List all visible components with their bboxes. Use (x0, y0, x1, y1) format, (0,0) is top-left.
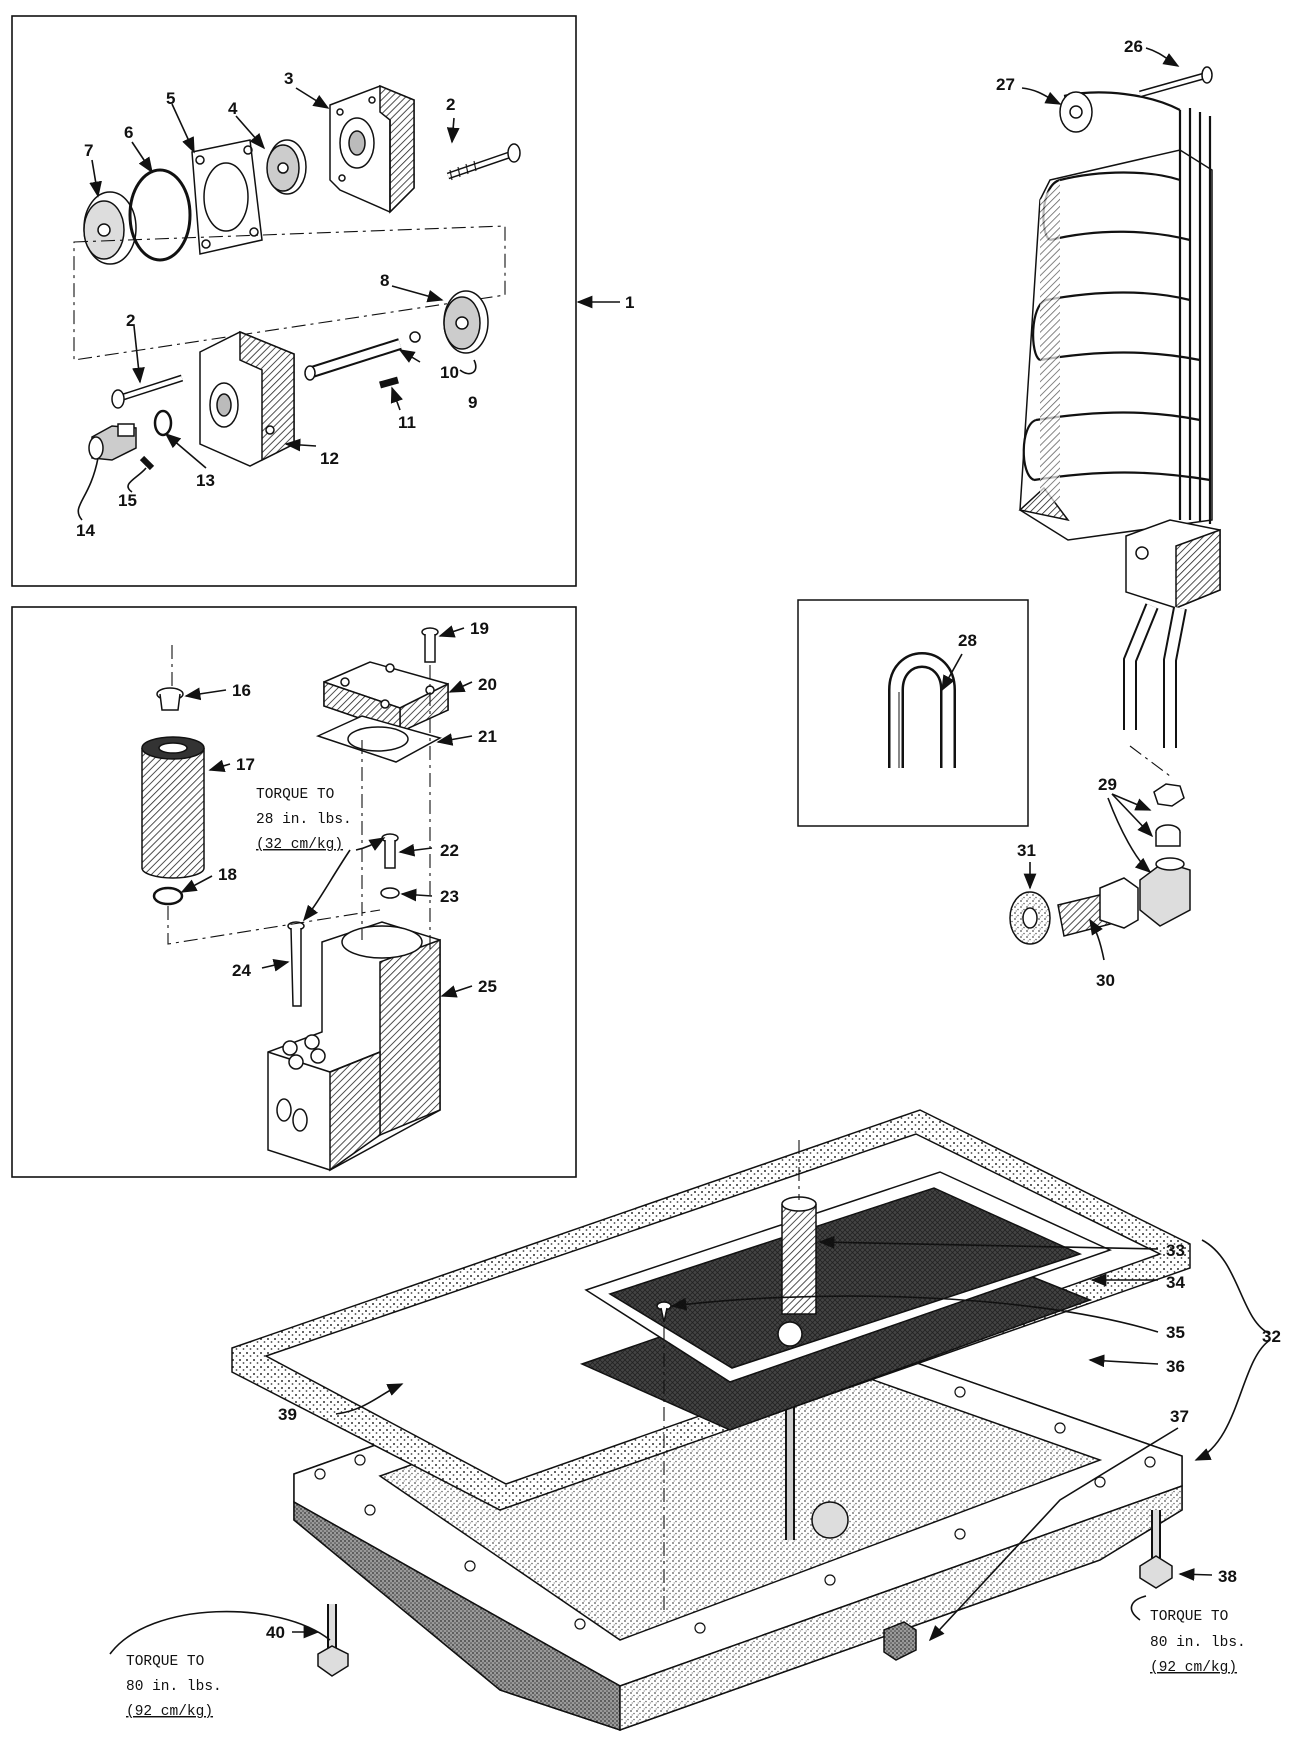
callout-21: 21 (478, 727, 497, 746)
part-28-inset-frame (797, 599, 1029, 827)
part-9-shaft (304, 338, 402, 381)
callout-37: 37 (1170, 1407, 1189, 1426)
part-5-gasket (191, 139, 263, 255)
callout-9: 9 (468, 393, 477, 412)
callout-4: 4 (228, 99, 238, 118)
callout-36: 36 (1166, 1357, 1185, 1376)
filter-assembly-frame (11, 606, 577, 1178)
callout-18: 18 (218, 865, 237, 884)
part-11-pin (379, 376, 399, 389)
svg-text:(92 cm/kg): (92 cm/kg) (1150, 1660, 1237, 1676)
part-13-ring (153, 409, 173, 437)
part-28-u-tube (888, 652, 956, 768)
part-38-bolt (1139, 1510, 1173, 1589)
callout-40: 40 (266, 1623, 285, 1642)
svg-text:TORQUE TO: TORQUE TO (1150, 1609, 1228, 1625)
callout-24: 24 (232, 961, 251, 980)
callout-1: 1 (625, 293, 634, 312)
callout-23: 23 (440, 887, 459, 906)
callout-22: 22 (440, 841, 459, 860)
callout-17: 17 (236, 755, 255, 774)
part-22-screw (381, 833, 399, 869)
part-14-coupling (88, 423, 137, 461)
part-8-gear (443, 290, 489, 354)
part-2-bolt-top (446, 143, 521, 181)
part-35-screw (656, 1301, 672, 1610)
torque-note-filter: TORQUE TO 28 in. lbs. (32 cm/kg) (256, 787, 386, 922)
callout-10: 10 (440, 363, 459, 382)
part-24-bolt (287, 921, 305, 1007)
callout-16: 16 (232, 681, 251, 700)
svg-text:80 in. lbs.: 80 in. lbs. (126, 1679, 222, 1695)
part-21-gasket (315, 715, 442, 763)
callout-19: 19 (470, 619, 489, 638)
part-20-cover (323, 661, 449, 734)
callout-31: 31 (1017, 841, 1036, 860)
callout-11: 11 (398, 413, 416, 432)
callout-34: 34 (1166, 1273, 1185, 1292)
part-10-washer (409, 331, 421, 343)
svg-text:(92 cm/kg): (92 cm/kg) (126, 1704, 213, 1720)
frame1-leaders (77, 87, 620, 521)
part-16-cap (156, 687, 184, 711)
part-18-o-ring (152, 886, 184, 906)
torque-note-left: TORQUE TO 80 in. lbs. (92 cm/kg) (109, 1610, 331, 1720)
part-30-nipple (1057, 877, 1139, 937)
part-29-fittings (1139, 783, 1191, 927)
part-19-screw (421, 627, 439, 663)
callout-26: 26 (1124, 37, 1143, 56)
callout-30: 30 (1096, 971, 1115, 990)
callout-39: 39 (278, 1405, 297, 1424)
callout-8: 8 (380, 271, 389, 290)
part-15-set-screw (139, 455, 155, 471)
part-25-filter-body (267, 921, 441, 1172)
callout-29: 29 (1098, 775, 1117, 794)
callout-14: 14 (76, 521, 95, 540)
callout-35: 35 (1166, 1323, 1185, 1342)
part-4-gear (266, 139, 307, 195)
cooler-manifold-block (1125, 519, 1221, 610)
callout-2-top: 2 (446, 95, 455, 114)
callout-20: 20 (478, 675, 497, 694)
svg-text:28 in. lbs.: 28 in. lbs. (256, 812, 352, 828)
pump-assembly-frame (11, 15, 577, 587)
frame2-leaders (180, 625, 473, 998)
part-3-housing (329, 84, 415, 214)
callout-6: 6 (124, 123, 133, 142)
svg-text:TORQUE TO: TORQUE TO (256, 787, 334, 803)
part-26-bolt (1139, 66, 1213, 98)
torque-note-right: TORQUE TO 80 in. lbs. (92 cm/kg) (1130, 1595, 1246, 1676)
part-40-bolt (317, 1604, 349, 1677)
callout-33: 33 (1166, 1241, 1185, 1260)
svg-text:80 in. lbs.: 80 in. lbs. (1150, 1635, 1246, 1651)
part-33-standpipe (781, 1140, 817, 1315)
part-37-drain-plug (883, 1621, 917, 1661)
cooler-outlet-tubes (1123, 603, 1187, 748)
part-34-screen-frame (584, 1171, 1113, 1383)
part-31-washer (1009, 891, 1051, 945)
callout-38: 38 (1218, 1567, 1237, 1586)
callout-27: 27 (996, 75, 1015, 94)
part-2-bolt-bottom (111, 374, 184, 409)
callout-28: 28 (958, 631, 977, 650)
callout-32: 32 (1262, 1327, 1281, 1346)
callout-3: 3 (284, 69, 293, 88)
part-12-housing (199, 330, 295, 467)
callout-5: 5 (166, 89, 175, 108)
part-17-filter-element (141, 736, 205, 879)
part-23-washer (380, 887, 400, 899)
callout-12: 12 (320, 449, 339, 468)
part-6-o-ring (128, 168, 192, 262)
callout-13: 13 (196, 471, 215, 490)
callout-7: 7 (84, 141, 93, 160)
svg-text:(32 cm/kg): (32 cm/kg) (256, 837, 343, 853)
part-27-oil-cooler (1018, 91, 1213, 541)
pan-leaders (292, 1235, 1271, 1642)
callout-15: 15 (118, 491, 137, 510)
callout-25: 25 (478, 977, 497, 996)
svg-text:TORQUE TO: TORQUE TO (126, 1654, 204, 1670)
part-7-cap (83, 191, 137, 265)
callout-2-bottom: 2 (126, 311, 135, 330)
